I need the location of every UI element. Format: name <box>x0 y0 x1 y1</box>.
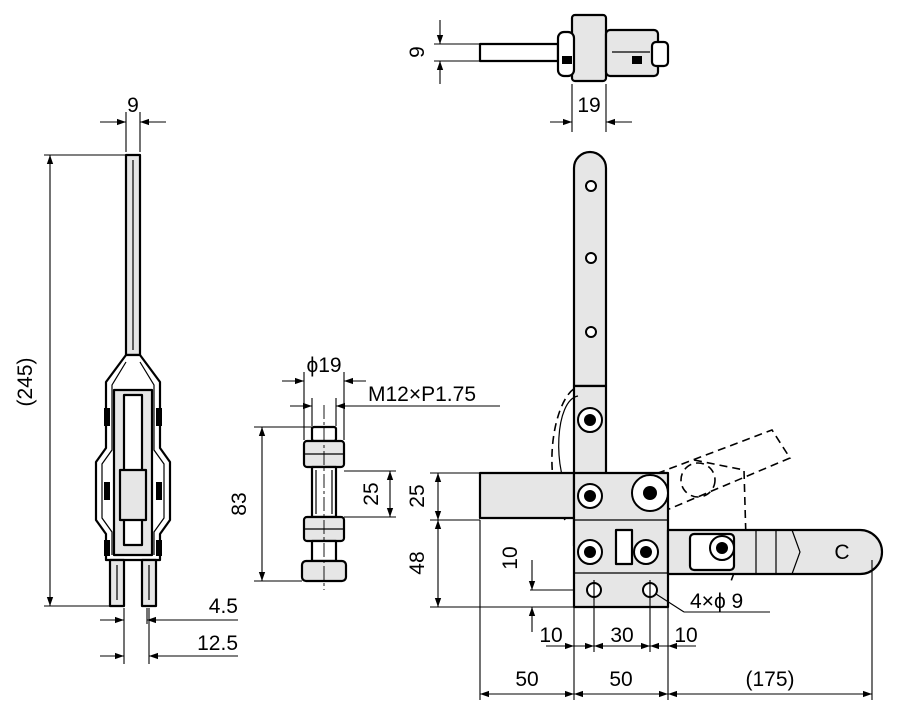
side-offset-large-label: 12.5 <box>197 632 238 655</box>
front-view <box>430 150 884 700</box>
front-base-height-label: 48 <box>406 551 429 574</box>
front-hole-offset-vertical-label: 10 <box>499 546 522 569</box>
top-view <box>434 13 670 132</box>
top-link <box>604 28 660 78</box>
side-total-height-label: (245) <box>14 357 37 406</box>
side-view <box>44 112 238 664</box>
spindle-view <box>254 372 500 590</box>
front-bar-length-label: 50 <box>515 668 538 691</box>
side-top-width-label: 9 <box>127 94 139 117</box>
spindle-diameter-label: ϕ19 <box>306 354 341 377</box>
spindle-nut-height-label: 25 <box>360 482 383 505</box>
mount-holes-label: 4×ϕ 9 <box>690 590 743 613</box>
front-handle-reach-label: (175) <box>745 668 794 691</box>
side-offset-small-label: 4.5 <box>209 595 238 618</box>
top-width-label: 19 <box>577 94 600 117</box>
front-clamp-bar <box>478 471 576 520</box>
spindle-length-label: 83 <box>228 492 251 515</box>
front-pivots <box>577 407 735 565</box>
front-hole-offset-left-label: 10 <box>539 624 562 647</box>
handle-mark-label: C <box>834 541 849 564</box>
top-handle-bar <box>478 42 560 63</box>
front-hole-spacing-label: 30 <box>610 624 633 647</box>
spindle-thread-label: M12×P1.75 <box>368 383 476 406</box>
front-hole-offset-right-label: 10 <box>674 624 697 647</box>
top-body <box>570 13 608 83</box>
front-arm <box>572 150 608 388</box>
front-open-handle <box>643 429 792 514</box>
top-thickness-label: 9 <box>406 46 429 58</box>
front-bar-height-label: 25 <box>406 484 429 507</box>
front-base-width-label: 50 <box>609 668 632 691</box>
